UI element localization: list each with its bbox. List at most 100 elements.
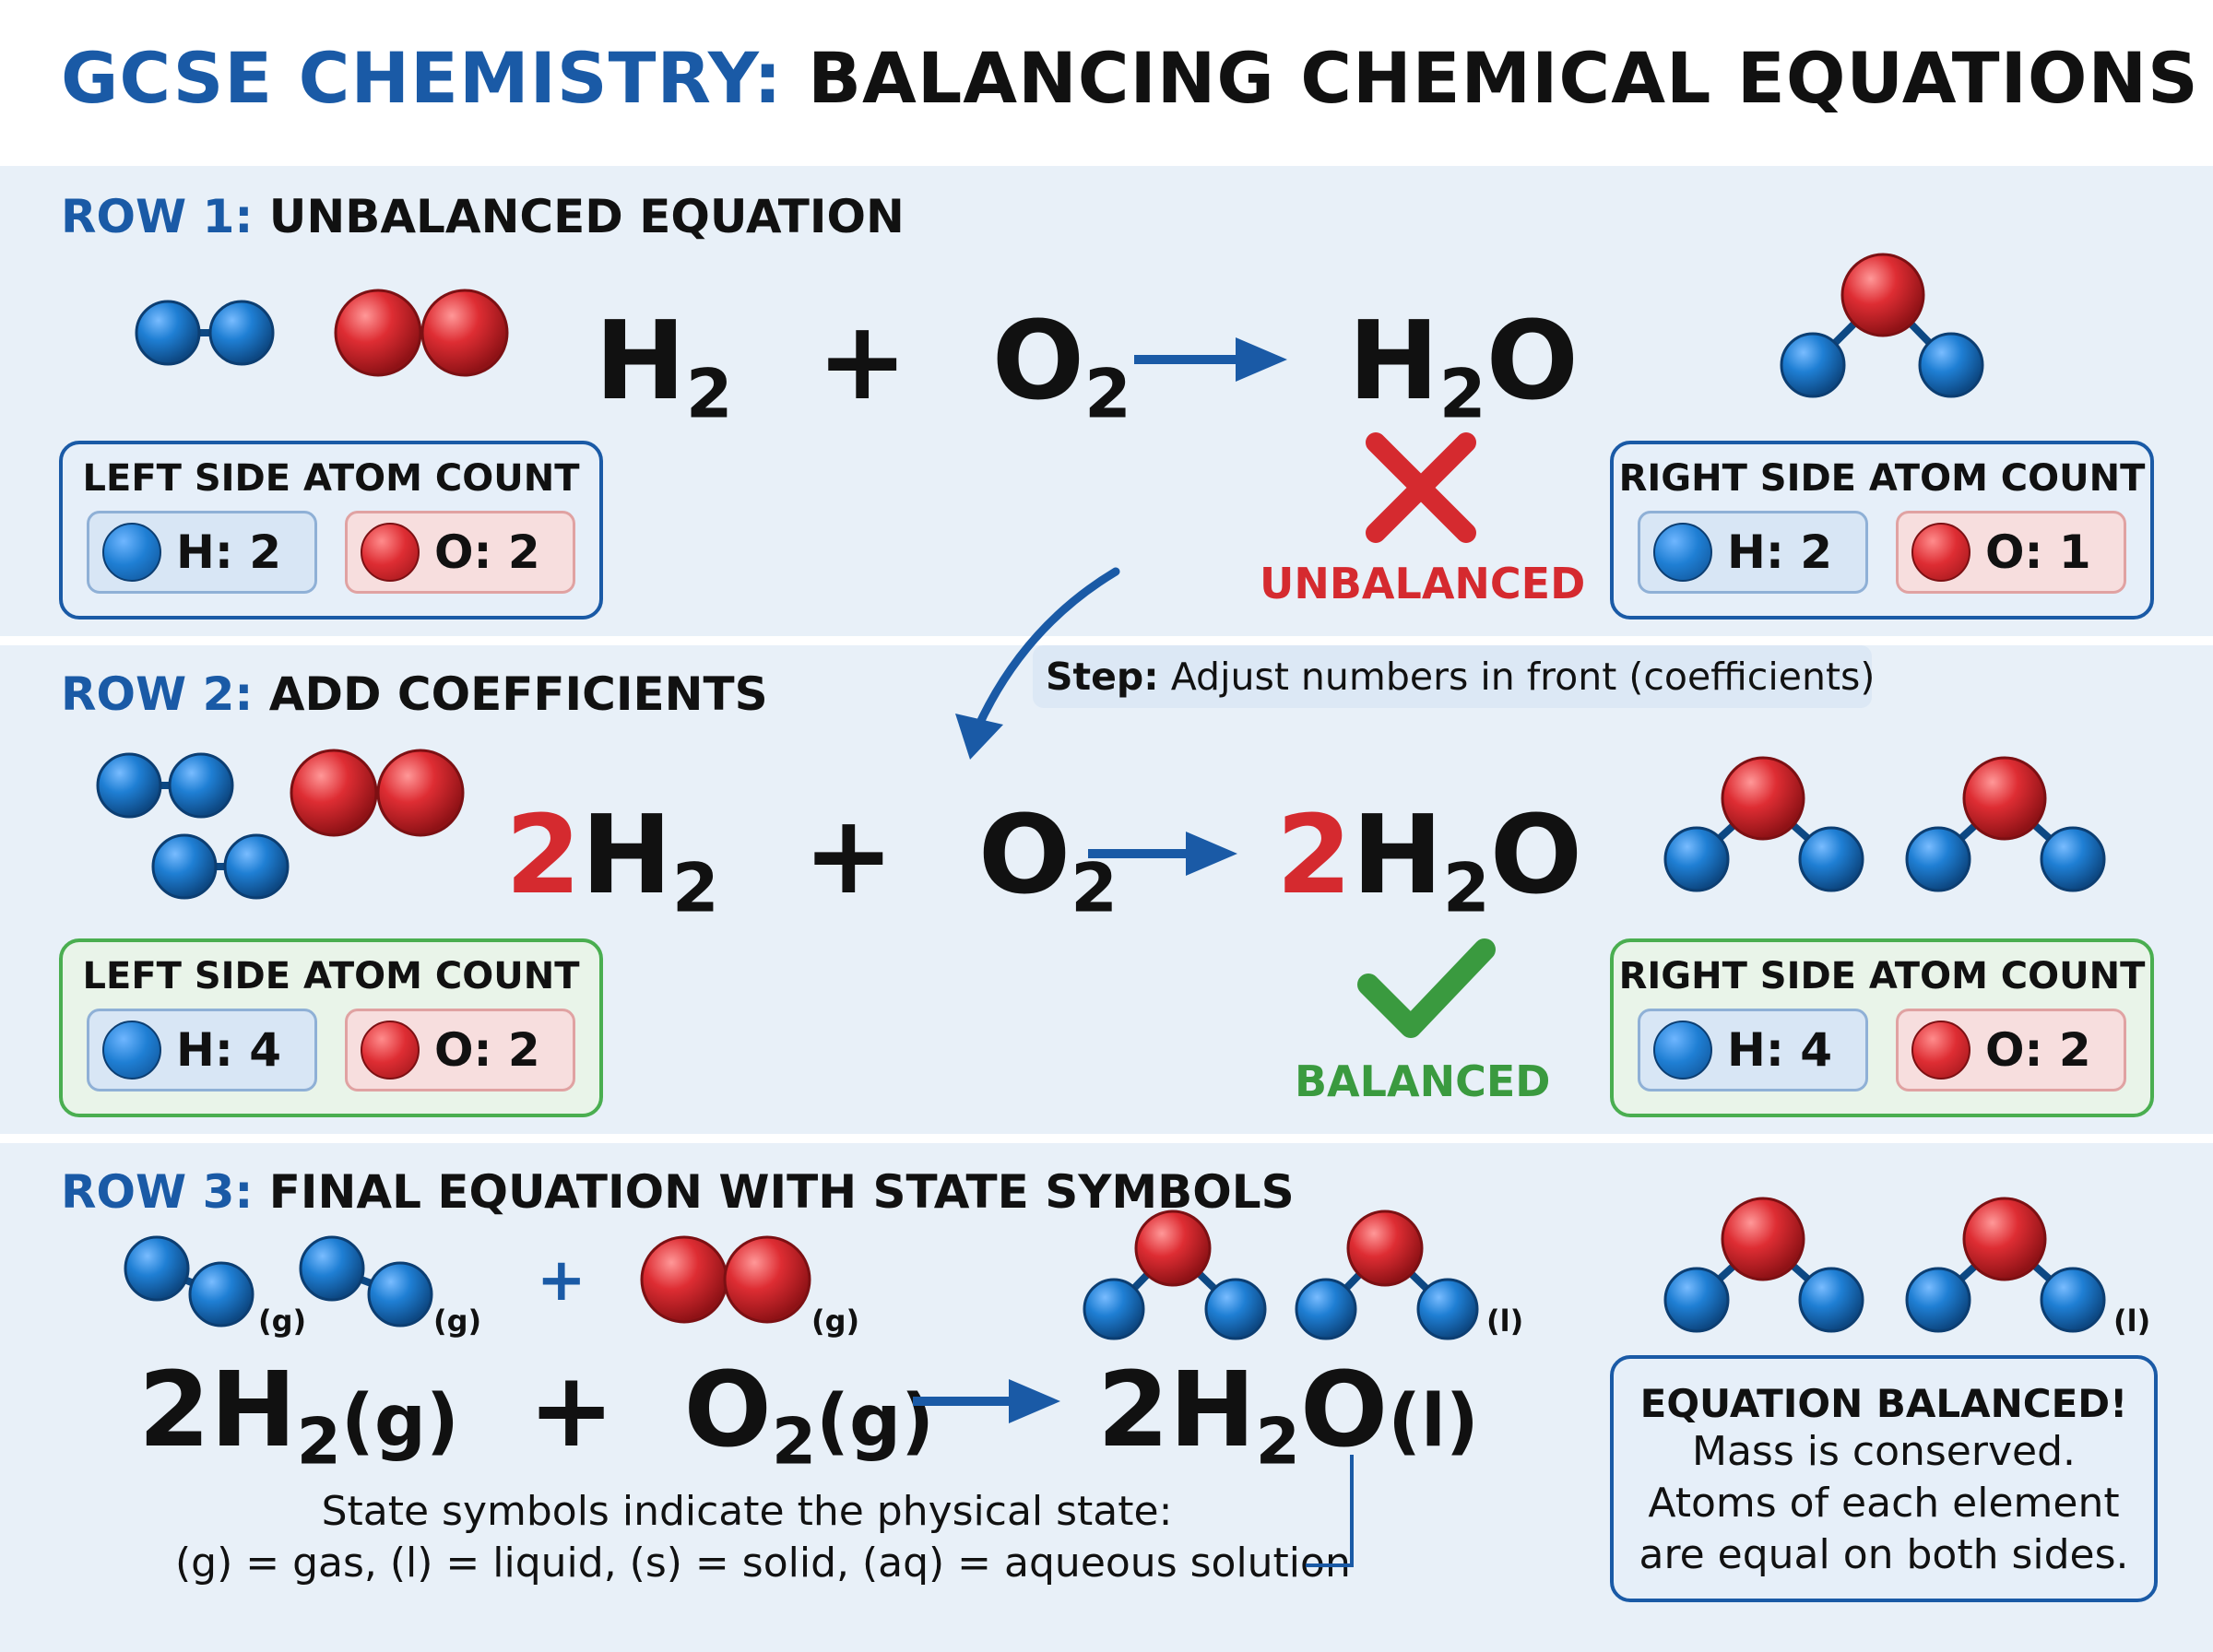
balanced-box-title: EQUATION BALANCED! <box>1639 1381 2128 1426</box>
row1-left-count-title: LEFT SIDE ATOM COUNT <box>82 457 580 500</box>
row1-product: H2O <box>1348 306 1579 429</box>
oxygen-atom-icon <box>361 523 420 582</box>
hydrogen-atom-icon <box>102 1021 161 1080</box>
row1-left-h-value: H: 2 <box>176 525 282 579</box>
row1-product-sub: 2 <box>1438 355 1486 434</box>
row2-h: H <box>581 791 672 918</box>
row3-heading: FINAL EQUATION WITH STATE SYMBOLS <box>268 1165 1295 1219</box>
row2-right-count-panel: RIGHT SIDE ATOM COUNT H: 4 O: 2 <box>1610 938 2154 1117</box>
row1-o: O <box>991 297 1085 424</box>
row3-product-sub: 2 <box>1255 1405 1300 1480</box>
state-note-line1: State symbols indicate the physical stat… <box>321 1488 1173 1535</box>
step-text: Adjust numbers in front (coefficients) <box>1170 655 1876 699</box>
balanced-box-line2: Atoms of each element <box>1648 1480 2120 1527</box>
row1-left-count-panel: LEFT SIDE ATOM COUNT H: 2 O: 2 <box>59 441 603 620</box>
row1-o2-molecule-icon <box>334 289 509 377</box>
row2-o: O <box>977 791 1071 918</box>
check-mark-icon <box>1357 938 1496 1038</box>
row3-mol-state-g3: (g) <box>811 1304 860 1339</box>
row1-left-o-chip: O: 2 <box>345 511 575 594</box>
row3-h: 2H <box>138 1351 297 1470</box>
row3-product-state: (l) <box>1388 1379 1479 1463</box>
row3-h2o-molecule-icon-3 <box>1663 1197 1864 1333</box>
row3-mol-plus: + <box>537 1246 586 1315</box>
row3-product: 2H2O(l) <box>1097 1359 1479 1474</box>
row3-o2-molecule-icon <box>640 1235 811 1324</box>
row2-h-sub: 2 <box>671 849 719 928</box>
curved-step-arrow-icon <box>955 567 1120 760</box>
balanced-box-line3: are equal on both sides. <box>1639 1531 2129 1578</box>
row2-equation: 2H2 + O2 <box>505 800 1118 923</box>
state-symbols-note: State symbols indicate the physical stat… <box>175 1486 1351 1589</box>
row2-left-h-value: H: 4 <box>176 1023 282 1077</box>
page-title: GCSE CHEMISTRY: BALANCING CHEMICAL EQUAT… <box>61 37 2199 119</box>
row1-equation: H2 + O2 <box>595 306 1131 429</box>
oxygen-atom-icon <box>1911 523 1970 582</box>
row3-h-sub: 2 <box>296 1405 341 1480</box>
hydrogen-atom-icon <box>1653 523 1712 582</box>
hydrogen-atom-icon <box>102 523 161 582</box>
row3-product-o: O <box>1300 1351 1389 1470</box>
row3-plus: + <box>527 1351 615 1470</box>
row3-mol-state-g1: (g) <box>258 1304 307 1339</box>
oxygen-atom-icon <box>361 1021 420 1080</box>
row3-o-sub: 2 <box>771 1405 817 1480</box>
row2-left-h-chip: H: 4 <box>87 1009 317 1092</box>
row2-right-h-value: H: 4 <box>1727 1023 1833 1077</box>
row3-mol-state-l1: (l) <box>1486 1304 1524 1339</box>
row2-product-h: H <box>1352 791 1443 918</box>
row3-reaction-arrow-icon <box>913 1379 1060 1423</box>
row2-reaction-arrow-icon <box>1088 832 1237 876</box>
hydrogen-atom-icon <box>1653 1021 1712 1080</box>
oxygen-atom-icon <box>1911 1021 1970 1080</box>
row2-left-o-value: O: 2 <box>434 1023 540 1077</box>
row2-product-sub: 2 <box>1442 849 1490 928</box>
row3-h2-molecule-icon <box>124 1235 254 1328</box>
row2-left-count-panel: LEFT SIDE ATOM COUNT H: 4 O: 2 <box>59 938 603 1117</box>
row2-left-o-chip: O: 2 <box>345 1009 575 1092</box>
row3-title: ROW 3: FINAL EQUATION WITH STATE SYMBOLS <box>61 1165 1295 1219</box>
row2-h2-molecule-icon-2 <box>151 833 290 900</box>
row1-o-sub: 2 <box>1084 355 1131 434</box>
row1-h2o-molecule-icon <box>1780 253 1984 398</box>
row3-mol-state-g2: (g) <box>433 1304 482 1339</box>
row1-right-o-chip: O: 1 <box>1896 511 2126 594</box>
row2-coefficient-2: 2 <box>1276 791 1353 918</box>
step-label: Step: <box>1046 655 1159 699</box>
row1-heading: UNBALANCED EQUATION <box>268 190 905 243</box>
step-callout: Step: Adjust numbers in front (coefficie… <box>1033 645 1875 708</box>
cross-mark-icon <box>1366 432 1476 543</box>
row2-o-sub: 2 <box>1071 849 1118 928</box>
row1-left-h-chip: H: 2 <box>87 511 317 594</box>
state-note-connector-line <box>1306 1455 1354 1567</box>
row1-h2-molecule-icon <box>135 300 275 366</box>
row3-label: ROW 3: <box>61 1165 254 1219</box>
row1-right-h-chip: H: 2 <box>1638 511 1868 594</box>
row1-right-count-title: RIGHT SIDE ATOM COUNT <box>1618 457 2146 500</box>
row3-equation: 2H2(g) + O2(g) <box>138 1359 934 1474</box>
state-note-line2: (g) = gas, (l) = liquid, (s) = solid, (a… <box>175 1540 1351 1587</box>
row3-h2o-molecule-icon <box>1083 1210 1267 1340</box>
row1-title: ROW 1: UNBALANCED EQUATION <box>61 190 905 243</box>
title-topic: BALANCING CHEMICAL EQUATIONS <box>808 37 2199 119</box>
row2-product: 2H2O <box>1276 800 1582 923</box>
row2-o2-molecule-icon <box>290 749 465 837</box>
row3-h2o-molecule-icon-4 <box>1905 1197 2106 1333</box>
row3-mol-state-l2: (l) <box>2113 1304 2151 1339</box>
row1-status-unbalanced: UNBALANCED <box>1260 559 1586 608</box>
row1-right-count-panel: RIGHT SIDE ATOM COUNT H: 2 O: 1 <box>1610 441 2154 620</box>
row2-h2-molecule-icon <box>96 752 234 819</box>
row3-o: O <box>683 1351 772 1470</box>
row1-left-o-value: O: 2 <box>434 525 540 579</box>
row2-right-o-value: O: 2 <box>1985 1023 2091 1077</box>
row2-label: ROW 2: <box>61 667 254 721</box>
title-subject: GCSE CHEMISTRY: <box>61 37 783 119</box>
row2-title: ROW 2: ADD COEFFICIENTS <box>61 667 768 721</box>
row1-reaction-arrow-icon <box>1134 337 1287 382</box>
row1-product-o: O <box>1485 297 1579 424</box>
row1-right-h-value: H: 2 <box>1727 525 1833 579</box>
row2-h2o-molecule-icon-2 <box>1905 756 2106 892</box>
row3-h2o-molecule-icon-2 <box>1295 1210 1479 1340</box>
row2-right-h-chip: H: 4 <box>1638 1009 1868 1092</box>
